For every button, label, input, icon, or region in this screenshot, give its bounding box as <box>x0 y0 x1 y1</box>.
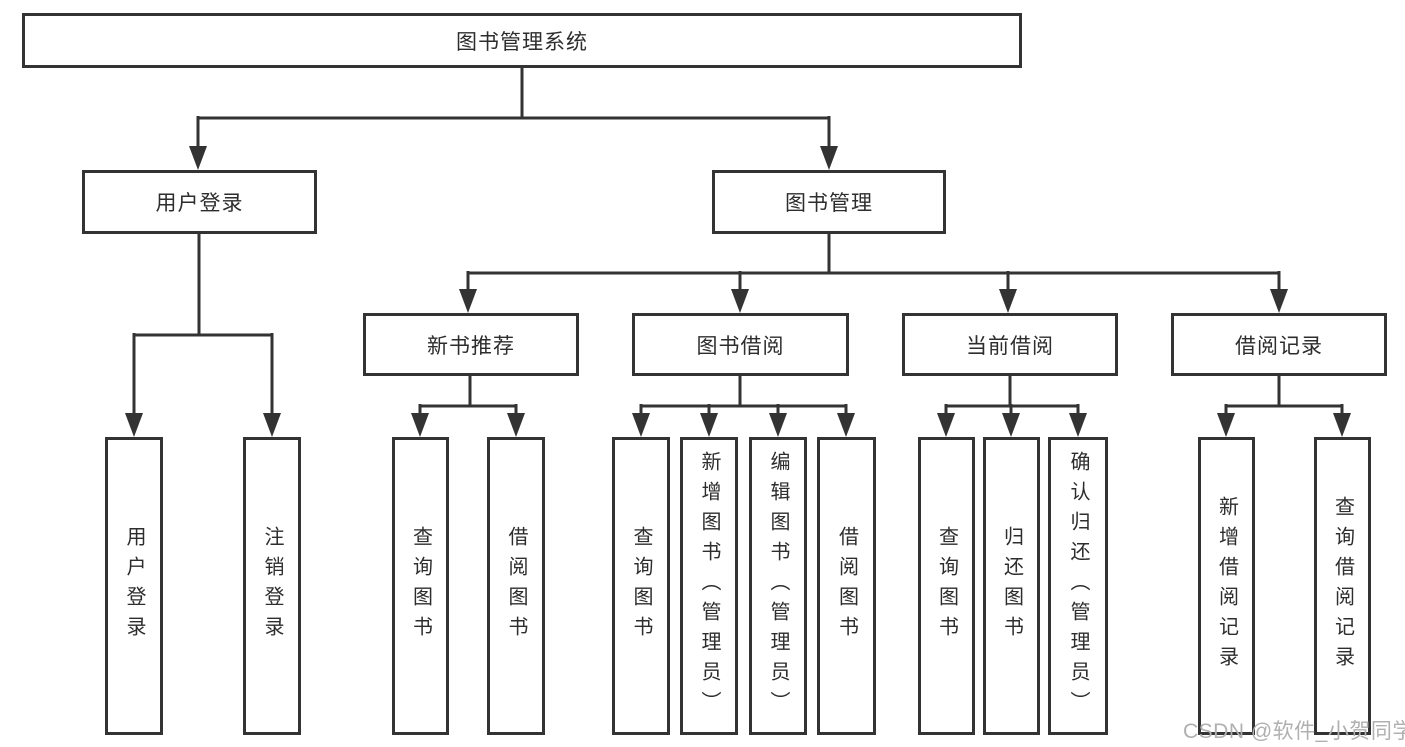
node-book-borrow: 图书借阅 <box>632 313 849 376</box>
connector-root-to-level2 <box>189 68 838 170</box>
watermark: CSDN @软件_小贺同学 <box>1183 720 1405 743</box>
node-nb-borrow-book: 借阅图书 <box>487 437 545 735</box>
node-borrow-records: 借阅记录 <box>1171 313 1387 376</box>
node-user-login: 用户登录 <box>82 170 317 234</box>
node-current-borrow: 当前借阅 <box>902 313 1118 376</box>
connector-book-management-to-level3 <box>459 233 1288 313</box>
node-library-system: 图书管理系统 <box>22 13 1022 68</box>
connector-current-borrow-to-leaves <box>937 376 1087 437</box>
node-bb-edit-book-admin: 编辑图书（管理员） <box>749 437 807 735</box>
node-cb-return-book: 归还图书 <box>983 437 1040 735</box>
node-leaf-logout: 注销登录 <box>243 437 301 735</box>
node-nb-query-book: 查询图书 <box>392 437 449 735</box>
connector-new-book-recommend-to-leaves <box>411 376 525 437</box>
node-leaf-user-login: 用户登录 <box>105 437 163 735</box>
node-bb-borrow-book: 借阅图书 <box>817 437 876 735</box>
node-new-book-recommend: 新书推荐 <box>363 313 579 376</box>
node-br-query-borrow-record: 查询借阅记录 <box>1314 437 1371 735</box>
connector-user-login-to-leaves <box>125 233 281 437</box>
node-bb-query-book: 查询图书 <box>612 437 670 735</box>
node-book-management: 图书管理 <box>712 170 946 234</box>
node-cb-confirm-return-admin: 确认归还（管理员） <box>1048 437 1108 735</box>
node-br-add-borrow-record: 新增借阅记录 <box>1198 437 1255 735</box>
connector-book-borrow-to-leaves <box>632 376 855 437</box>
connector-borrow-record-to-leaves <box>1217 376 1351 437</box>
node-bb-add-book-admin: 新增图书（管理员） <box>680 437 738 735</box>
node-cb-query-book: 查询图书 <box>918 437 975 735</box>
